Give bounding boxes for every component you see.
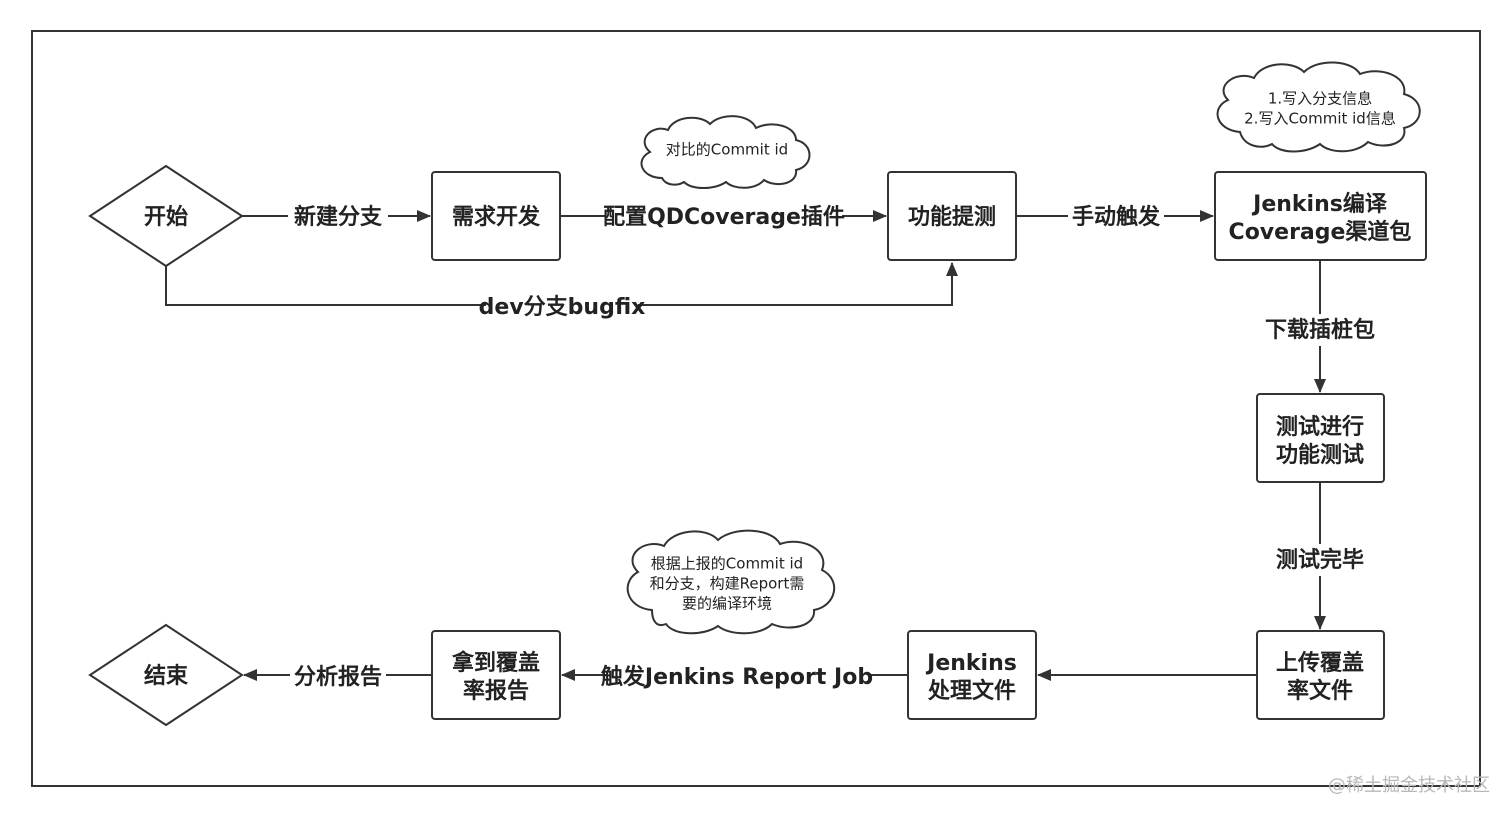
jenkins-process-line2: 处理文件 [927,678,1016,704]
upload-line1: 上传覆盖 [1276,650,1364,676]
cloud-commit-compare-shape [640,115,811,189]
edge-labels: 新建分支 配置QDCoverage插件 手动触发 dev分支bugfix 下载插… [288,200,1380,692]
diagram-frame [31,30,1481,787]
get-report-line1: 拿到覆盖 [451,650,540,676]
label-trigger-report: 触发Jenkins Report Job [601,664,873,690]
label-config-plugin: 配置QDCoverage插件 [603,205,845,230]
cloud-report-env-shape [626,529,836,635]
nodes: 开始 需求开发 功能提测 Jenkins编译 Coverage渠道包 测试进行 … [88,164,1427,727]
label-analyze-report: 分析报告 [294,665,382,690]
label-manual-trigger: 手动触发 [1072,204,1161,230]
run-test-line2: 功能测试 [1276,442,1364,468]
end-diamond [88,623,244,727]
jenkins-process-line1: Jenkins [925,651,1017,676]
clouds: 对比的Commit id 1.写入分支信息 2.写入Commit id信息 根据… [626,61,1421,635]
get-report-line2: 率报告 [463,678,529,704]
run-test-line1: 测试进行 [1276,414,1364,440]
cloud-report-env-line3: 要的编译环境 [682,595,772,613]
node-get-report [431,630,561,720]
cloud-write-info-shape [1216,61,1421,153]
cloud-write-info-line1: 1.写入分支信息 [1268,90,1372,108]
jenkins-compile-line1: Jenkins编译 [1251,191,1388,217]
label-test-done: 测试完毕 [1276,547,1364,573]
label-new-branch: 新建分支 [294,204,383,230]
upload-line2: 率文件 [1287,678,1353,704]
cloud-write-info-line2: 2.写入Commit id信息 [1244,110,1396,128]
end-label: 结束 [144,663,189,689]
cloud-report-env-line1: 根据上报的Commit id [651,555,803,573]
req-dev-label: 需求开发 [452,204,541,230]
start-diamond [88,164,244,268]
cloud-report-env-line2: 和分支，构建Report需 [650,575,805,593]
node-func-test [887,171,1017,261]
jenkins-compile-line2: Coverage渠道包 [1229,219,1412,245]
start-label: 开始 [144,204,188,230]
label-dev-bugfix: dev分支bugfix [479,295,646,320]
label-download-pkg: 下载插桩包 [1265,317,1375,343]
cloud-commit-compare-line1: 对比的Commit id [666,141,788,159]
node-upload [1256,630,1385,720]
func-test-label: 功能提测 [908,204,996,230]
node-jenkins-process [907,630,1037,720]
node-run-test [1256,393,1385,483]
watermark: @稀土掘金技术社区 [1328,775,1490,796]
node-jenkins-compile [1214,171,1427,261]
node-req-dev [431,171,561,261]
